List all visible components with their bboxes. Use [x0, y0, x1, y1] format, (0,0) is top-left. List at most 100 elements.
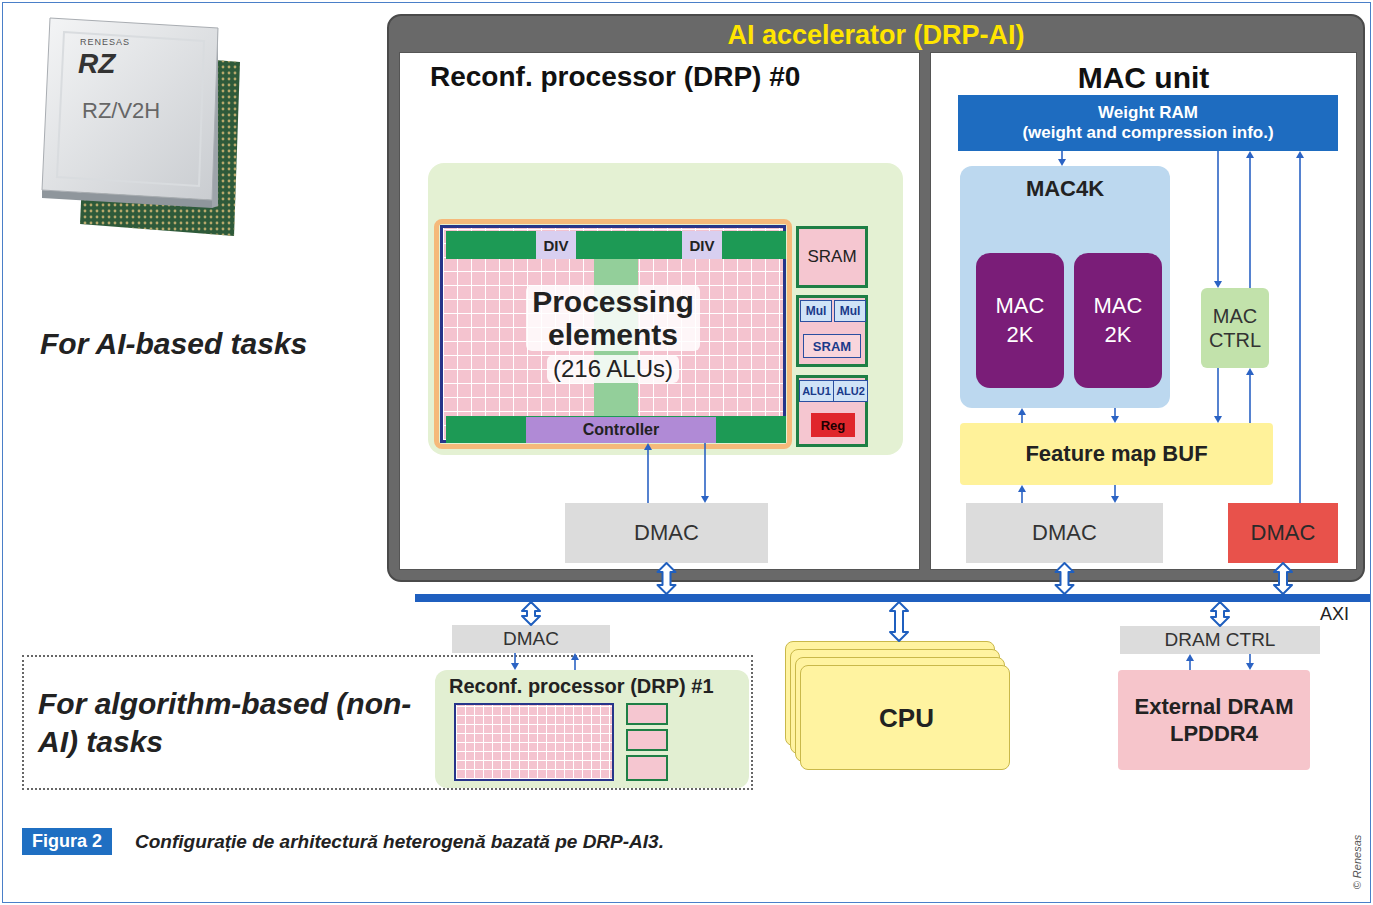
mac2k-block: MAC 2K [976, 253, 1064, 388]
dram-box: External DRAM LPDDR4 [1118, 670, 1310, 770]
label-text: © Renesas [1351, 835, 1363, 890]
arrow-head [701, 496, 709, 503]
pe-grid: Processing elements (216 ALUs) DIV DIV Contr… [440, 225, 786, 443]
node-text: MAC unit [1078, 61, 1210, 95]
signal-arrow [1246, 151, 1254, 288]
arrow-line [574, 660, 576, 670]
node-text: CPU [879, 703, 934, 734]
weight-ram: Weight RAM(weight and compression info.) [958, 95, 1338, 151]
node-text: For algorithm-based (non-AI) tasks [38, 685, 428, 760]
node-text: External DRAM LPDDR4 [1127, 693, 1302, 748]
signal-arrow [1214, 151, 1222, 288]
div-cell: DIV [682, 231, 722, 259]
node-text: (216 ALUs) [547, 355, 679, 383]
arrow-head [1018, 408, 1026, 415]
bus-arrow-shape [522, 602, 540, 625]
arrow-line [1189, 661, 1191, 670]
arrow-head [1296, 151, 1304, 158]
arrow-line [1217, 368, 1219, 416]
node-text: DMAC [634, 520, 699, 546]
arrow-line [647, 450, 649, 503]
arrow-line [1249, 375, 1251, 423]
node-text: AXI [1320, 604, 1349, 625]
bus-arrow [1274, 563, 1292, 594]
mini-box [626, 729, 668, 751]
arrow-head [1246, 368, 1254, 375]
node-text: Mul [806, 304, 827, 318]
arrow-head [1111, 496, 1119, 503]
arrow-head [1246, 663, 1254, 670]
bus-arrow-shape [658, 563, 676, 594]
node-text: DMAC [1032, 520, 1097, 546]
node-text: Feature map BUF [1025, 441, 1207, 467]
signal-arrow [1111, 408, 1119, 423]
arrow-line [1249, 654, 1251, 663]
bus-arrow-shape [1056, 563, 1074, 594]
dmac-box: DMAC [565, 503, 768, 563]
node-text: DIV [689, 237, 714, 254]
caption: Configurație de arhitectură heterogenă b… [135, 831, 664, 853]
arrow-line [1021, 492, 1023, 503]
signal-arrow [1018, 485, 1026, 503]
arrow-line [1061, 151, 1063, 159]
mini-grid [454, 703, 614, 781]
arrow-head [1058, 159, 1066, 166]
dmac-box: DMAC [452, 625, 610, 653]
mini-box [626, 755, 668, 781]
sram-box: SRAM [796, 226, 868, 288]
grid-band [446, 231, 786, 259]
sram-box: SRAM [803, 334, 861, 358]
signal-arrow [1246, 654, 1254, 670]
label-text: RZ [78, 48, 115, 80]
node-text: Mul [840, 304, 861, 318]
node-text: DRAM CTRL [1165, 629, 1276, 651]
dmac-box: DMAC [966, 503, 1163, 563]
cpu-stack: CPU [785, 641, 1013, 771]
controller-bar: Controller [526, 417, 716, 443]
node-text: ALU1 [802, 385, 831, 397]
node-text: Processing elements [526, 285, 700, 351]
alu-unit: ALU2 [833, 380, 868, 402]
arrow-line [704, 443, 706, 496]
node-text: MAC4K [1026, 176, 1104, 202]
node-text: Controller [583, 421, 659, 439]
node-text: MAC CTRL [1209, 304, 1261, 352]
signal-arrow [1111, 485, 1119, 503]
node-text: DMAC [503, 628, 559, 650]
label-text: RZ/V2H [82, 98, 160, 124]
signal-arrow [1058, 151, 1066, 166]
arrow-line [1114, 408, 1116, 416]
feature-buffer: Feature map BUF [960, 423, 1273, 485]
chip-illustration [28, 10, 243, 242]
arrow-line [1299, 158, 1301, 503]
arrow-line [1114, 485, 1116, 496]
node-text: SRAM [807, 247, 856, 267]
signal-arrow [1246, 368, 1254, 423]
arrow-line [514, 653, 516, 663]
mul-unit: Mul [800, 300, 832, 322]
div-cell: DIV [536, 231, 576, 259]
node-text: (weight and compression info.) [1022, 123, 1273, 143]
arrow-head [1246, 151, 1254, 158]
arrow-head [511, 663, 519, 670]
arrow-head [644, 443, 652, 450]
arrow-head [1186, 654, 1194, 661]
arrow-head [1018, 485, 1026, 492]
arrow-line [1021, 415, 1023, 423]
bus-arrow [658, 563, 676, 594]
chip-model: RZ/V2H [82, 98, 160, 124]
copyright: © Renesas [1351, 835, 1363, 890]
node-text: Reconf. processor (DRP) #0 [430, 61, 800, 93]
chip-logo: RZ [78, 48, 115, 80]
mac-ctrl: MAC CTRL [1201, 288, 1269, 368]
drp-block: Reconf. processor (DRP) #0 Processing ele… [399, 52, 920, 570]
arrow-head [1214, 416, 1222, 423]
drp-block: Reconf. processor (DRP) #1 [435, 670, 749, 788]
signal-arrow [511, 653, 519, 670]
bus-arrow [1056, 563, 1074, 594]
mac-block: MAC unitWeight RAM(weight and compressio… [930, 52, 1357, 570]
arrow-line [1249, 158, 1251, 288]
mac4k-block: MAC4KMAC 2KMAC 2K [960, 166, 1170, 408]
axi-bus: AXI [415, 594, 1370, 602]
register-box: Reg [811, 413, 855, 437]
